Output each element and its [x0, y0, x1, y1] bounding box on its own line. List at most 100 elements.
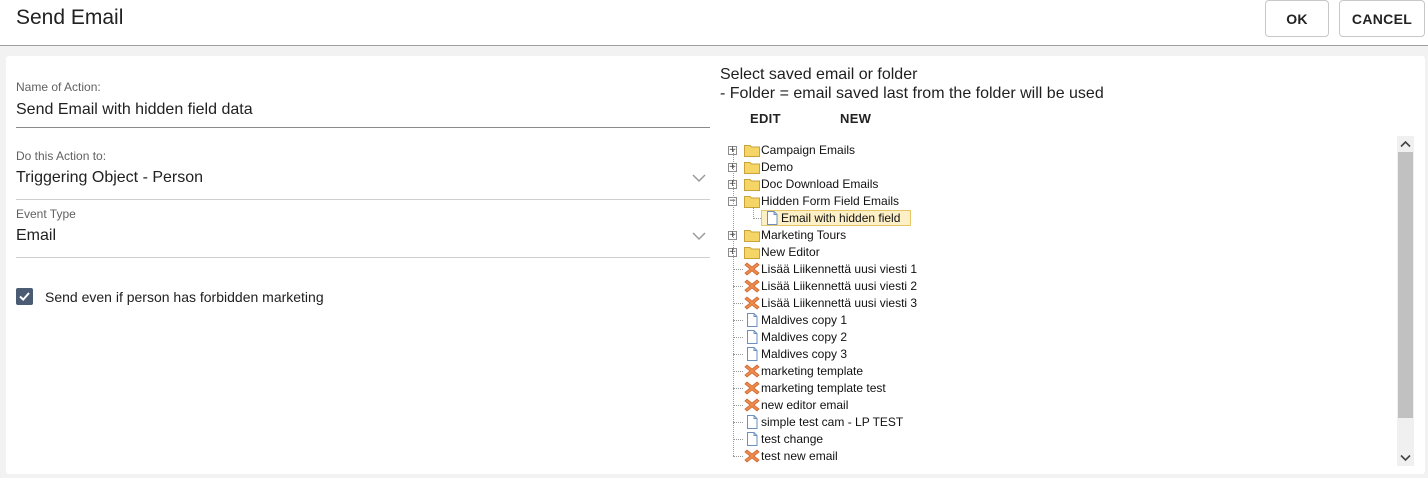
tree-folder[interactable]: − Hidden Form Field Emails: [726, 193, 1396, 210]
tree-item[interactable]: test change: [726, 431, 1396, 448]
broken-email-icon: [744, 398, 760, 412]
chevron-down-icon[interactable]: [692, 171, 706, 185]
folder-icon: [744, 245, 760, 259]
dialog-body: Name of Action: Send Email with hidden f…: [6, 56, 1425, 474]
expand-icon[interactable]: +: [728, 145, 737, 155]
action-target-select[interactable]: Do this Action to: Triggering Object - P…: [16, 149, 710, 200]
tree-item[interactable]: Lisää Liikennettä uusi viesti 2: [726, 278, 1396, 295]
tree-item-label: Maldives copy 3: [761, 347, 848, 361]
tree-item-label: test change: [761, 432, 824, 446]
tree-item-label: marketing template: [761, 364, 864, 378]
document-icon: [744, 313, 760, 327]
chevron-down-icon[interactable]: [692, 229, 706, 243]
tree-connector: [733, 354, 743, 355]
event-type-value: Email: [16, 227, 57, 244]
email-tree-list: + Campaign Emails + Demo + Doc Download Email…: [726, 142, 1396, 465]
tree-item-label: Demo: [761, 160, 794, 174]
scroll-down-icon[interactable]: [1400, 452, 1411, 463]
expand-icon[interactable]: +: [728, 230, 737, 240]
tree-item-label: Lisää Liikennettä uusi viesti 1: [761, 262, 918, 276]
checkmark-icon: [19, 292, 30, 302]
event-type-label: Event Type: [16, 207, 76, 221]
expand-icon[interactable]: +: [728, 162, 737, 172]
tree-item-label: Campaign Emails: [761, 143, 856, 157]
selection-highlight: [761, 210, 911, 226]
document-icon: [744, 432, 760, 446]
tree-connector: [733, 422, 743, 423]
picker-hint: Select saved email or folder - Folder = …: [720, 65, 1104, 103]
dialog-title: Send Email: [16, 6, 124, 29]
tree-connector: [753, 218, 763, 219]
action-name-label: Name of Action:: [16, 80, 101, 94]
tree-item-label: Marketing Tours: [761, 228, 847, 242]
broken-email-icon: [744, 364, 760, 378]
broken-email-icon: [744, 262, 760, 276]
document-icon: [764, 211, 780, 225]
tree-folder[interactable]: + New Editor: [726, 244, 1396, 261]
tree-guide-line: [733, 150, 734, 456]
collapse-icon[interactable]: −: [728, 196, 737, 206]
action-target-label: Do this Action to:: [16, 149, 107, 163]
tree-item[interactable]: Maldives copy 2: [726, 329, 1396, 346]
dialog-header: Send Email OK CANCEL: [0, 0, 1428, 46]
tree-item-label: New Editor: [761, 245, 820, 259]
tree-connector: [733, 269, 743, 270]
tree-folder[interactable]: + Doc Download Emails: [726, 176, 1396, 193]
scrollbar-thumb[interactable]: [1398, 152, 1413, 418]
cancel-button[interactable]: CANCEL: [1339, 0, 1425, 37]
tree-item[interactable]: simple test cam - LP TEST: [726, 414, 1396, 431]
folder-icon: [744, 160, 760, 174]
tree-item-label: marketing template test: [761, 381, 886, 395]
tree-item[interactable]: test new email: [726, 448, 1396, 465]
tree-item-label: Hidden Form Field Emails: [761, 194, 900, 208]
tree-scrollbar[interactable]: [1397, 136, 1414, 466]
forbidden-marketing-checkbox[interactable]: [16, 288, 33, 305]
tree-connector: [733, 371, 743, 372]
tree-item[interactable]: Maldives copy 3: [726, 346, 1396, 363]
tree-item[interactable]: Lisää Liikennettä uusi viesti 3: [726, 295, 1396, 312]
broken-email-icon: [744, 449, 760, 463]
tree-connector: [733, 456, 743, 457]
forbidden-marketing-option[interactable]: Send even if person has forbidden market…: [16, 288, 324, 305]
new-button[interactable]: NEW: [840, 111, 872, 126]
tree-connector: [733, 337, 743, 338]
tree-folder[interactable]: + Demo: [726, 159, 1396, 176]
tree-item[interactable]: marketing template: [726, 363, 1396, 380]
tree-folder[interactable]: + Marketing Tours: [726, 227, 1396, 244]
broken-email-icon: [744, 296, 760, 310]
folder-icon: [744, 177, 760, 191]
event-type-select[interactable]: Event Type Email: [16, 207, 710, 258]
folder-icon: [744, 143, 760, 157]
tree-item-label: Lisää Liikennettä uusi viesti 3: [761, 296, 918, 310]
document-icon: [744, 330, 760, 344]
tree-item[interactable]: Lisää Liikennettä uusi viesti 1: [726, 261, 1396, 278]
tree-item-label: new editor email: [761, 398, 849, 412]
folder-icon: [744, 194, 760, 208]
expand-icon[interactable]: +: [728, 179, 737, 189]
ok-button[interactable]: OK: [1265, 0, 1329, 37]
expand-icon[interactable]: +: [728, 247, 737, 257]
tree-item-label: Email with hidden field: [781, 211, 901, 225]
tree-connector: [733, 320, 743, 321]
tree-child-guide-line: [753, 207, 754, 219]
tree-item-label: Doc Download Emails: [761, 177, 879, 191]
edit-button[interactable]: EDIT: [750, 111, 781, 126]
folder-icon: [744, 228, 760, 242]
picker-hint-line2: - Folder = email saved last from the fol…: [720, 85, 1104, 102]
tree-item-label: Maldives copy 1: [761, 313, 848, 327]
tree-item-label: Maldives copy 2: [761, 330, 848, 344]
picker-hint-line1: Select saved email or folder: [720, 66, 918, 83]
tree-item[interactable]: new editor email: [726, 397, 1396, 414]
action-name-input[interactable]: Send Email with hidden field data: [16, 101, 253, 118]
broken-email-icon: [744, 279, 760, 293]
scroll-up-icon[interactable]: [1400, 139, 1411, 150]
tree-connector: [733, 303, 743, 304]
tree-folder[interactable]: + Campaign Emails: [726, 142, 1396, 159]
email-tree[interactable]: + Campaign Emails + Demo + Doc Download Email…: [726, 139, 1416, 466]
forbidden-marketing-label: Send even if person has forbidden market…: [45, 288, 324, 305]
tree-item[interactable]: Maldives copy 1: [726, 312, 1396, 329]
action-name-field[interactable]: Name of Action: Send Email with hidden f…: [16, 80, 710, 128]
tree-item-label: test new email: [761, 449, 838, 463]
tree-item[interactable]: marketing template test: [726, 380, 1396, 397]
tree-item[interactable]: Email with hidden field: [726, 210, 1396, 227]
